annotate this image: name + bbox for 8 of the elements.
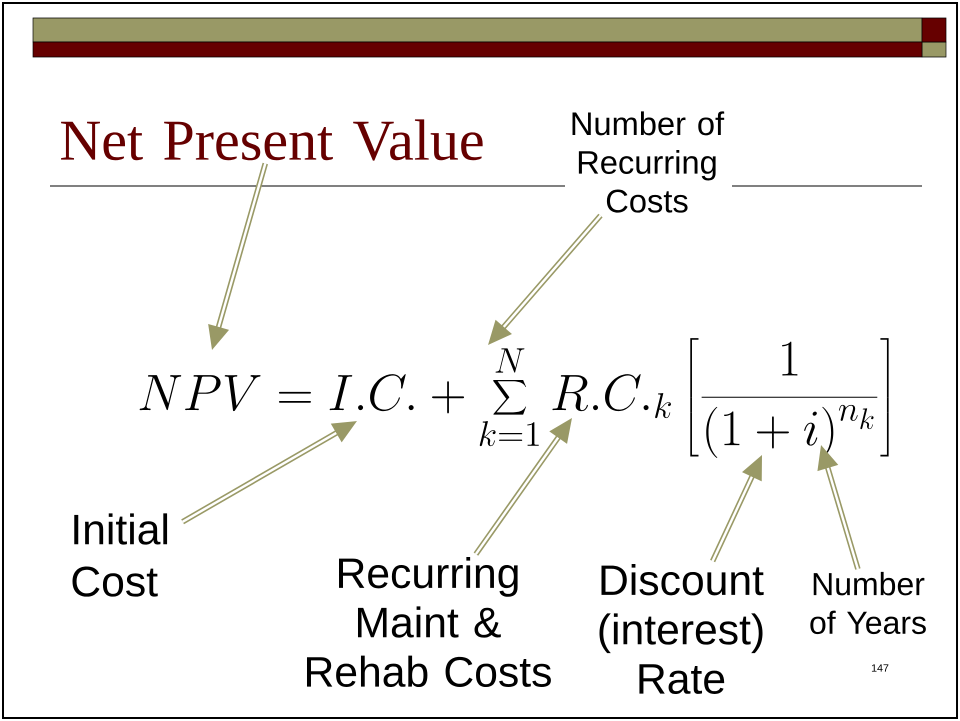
slide-title: Net Present Value [61,119,483,161]
callout-text: Number of Recurring Costs [572,111,724,213]
callout-text: Initial Cost [72,513,168,597]
formula: $NPV = I.C. + \sum_{k=1}^{N} R.C._{k} \left[ \frac{1}{\left(1+i\right)^{n_{k}}} \right]$ [140,338,889,458]
callout-text: Recurring Maint & Rehab Costs [307,557,551,687]
callout-text: Discount (interest) Rate [600,564,764,694]
callout-text: Number of Years [810,572,926,634]
page-number: 147 [872,664,888,672]
